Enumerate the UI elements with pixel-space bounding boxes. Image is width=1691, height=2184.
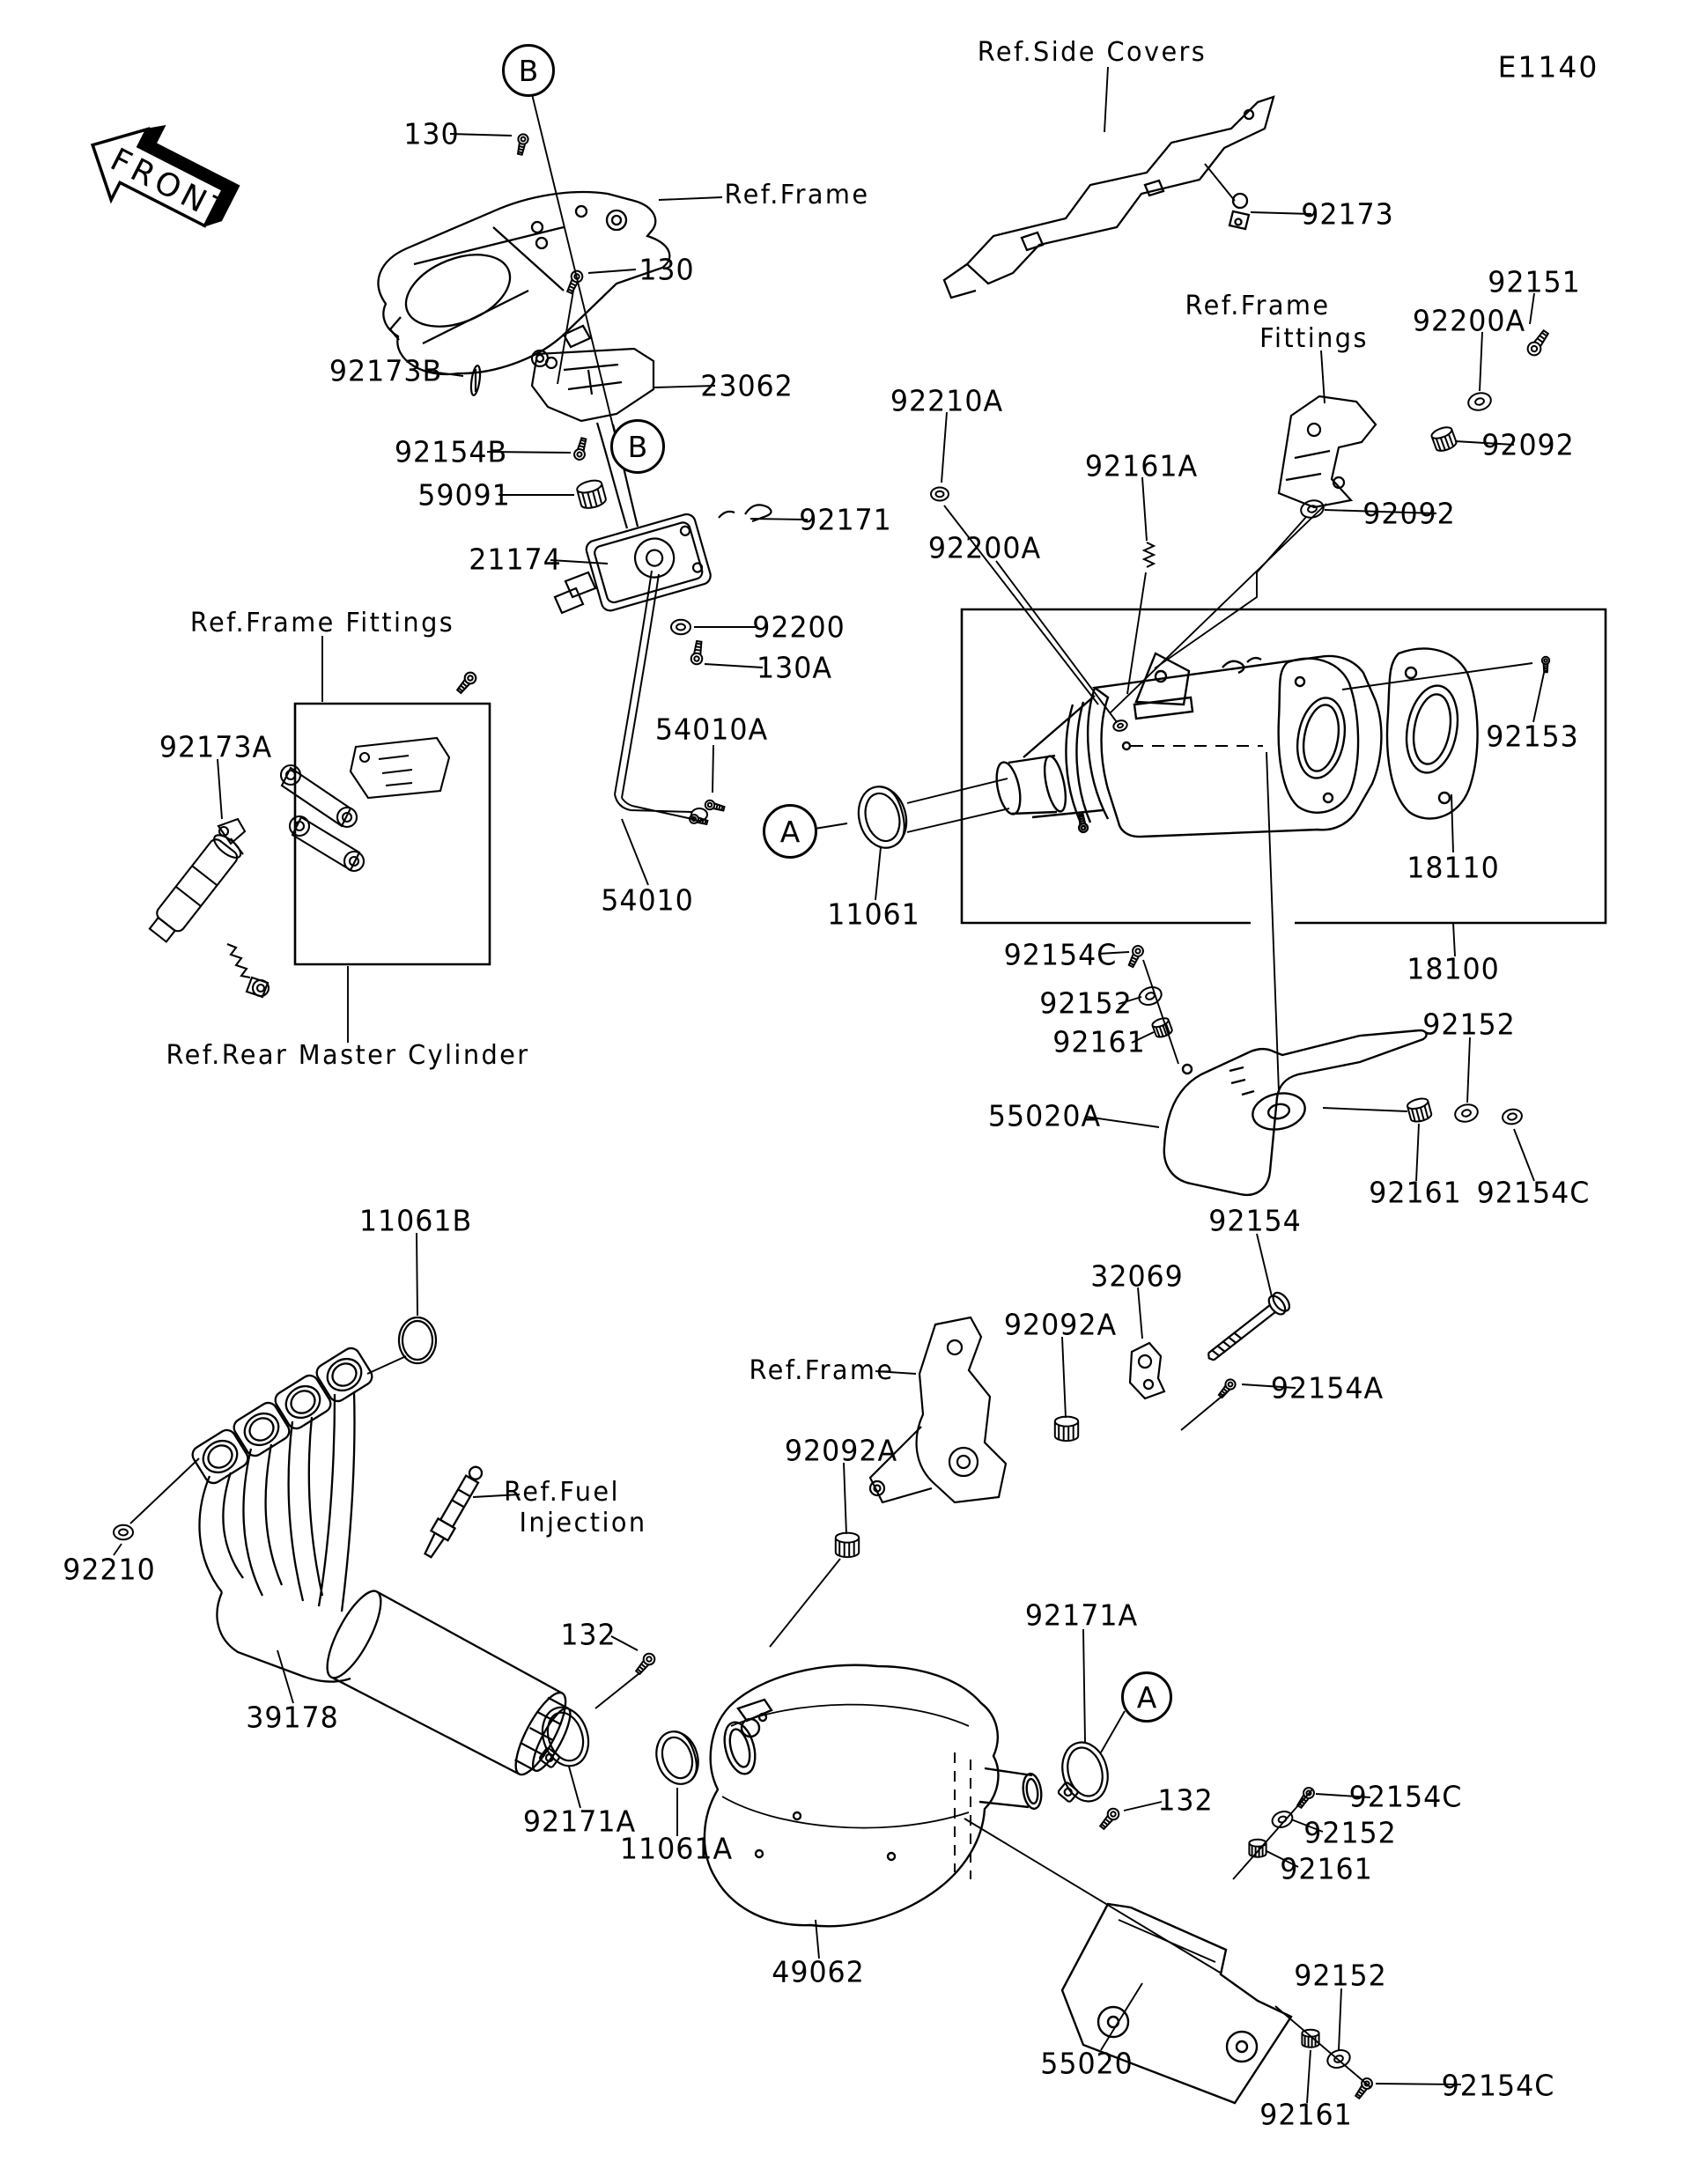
- view-marker-a: A: [1121, 1671, 1172, 1723]
- heat-shield-55020a-art: [1164, 1030, 1427, 1195]
- heat-shield-55020-art: [1062, 1904, 1291, 2103]
- part-number-label[interactable]: 92161: [1052, 1024, 1146, 1059]
- part-number-label[interactable]: 92152: [1039, 985, 1133, 1021]
- part-number-label[interactable]: 11061: [827, 896, 920, 932]
- subframe-stay-art: [379, 192, 670, 374]
- part-number-label[interactable]: 11061A: [619, 1831, 734, 1866]
- view-marker-a: A: [763, 804, 817, 859]
- part-number-label[interactable]: 39178: [246, 1700, 339, 1735]
- part-number-label[interactable]: 92154A: [1270, 1370, 1385, 1406]
- ref-label: Ref.Rear Master Cylinder: [166, 1040, 530, 1071]
- part-number-label[interactable]: 92161A: [1084, 448, 1199, 483]
- part-number-label[interactable]: 92154C: [1348, 1779, 1463, 1814]
- part-number-label[interactable]: 92154C: [1441, 2068, 1555, 2103]
- part-number-label[interactable]: 92153: [1486, 719, 1579, 754]
- page-code: E1140: [1497, 49, 1599, 85]
- part-number-label[interactable]: 92092: [1481, 427, 1575, 462]
- valve-actuator-21174-art: [555, 423, 772, 613]
- muffler-art: [993, 649, 1478, 837]
- ref-label: Ref.Side Covers: [977, 37, 1207, 68]
- part-number-label[interactable]: 92092: [1362, 496, 1456, 531]
- part-number-label[interactable]: 21174: [469, 542, 562, 577]
- part-number-label[interactable]: 92154C: [1003, 937, 1118, 972]
- part-number-label[interactable]: 132: [1157, 1782, 1214, 1818]
- part-number-label[interactable]: 92161: [1280, 1851, 1373, 1886]
- part-number-label[interactable]: 92173A: [159, 729, 273, 764]
- part-number-label[interactable]: 132: [560, 1617, 617, 1652]
- ref-label: Injection: [519, 1508, 647, 1538]
- frame-fittings-right-art: [1279, 396, 1376, 507]
- ref-label: Ref.Frame: [1185, 291, 1331, 321]
- part-number-label[interactable]: 130A: [757, 650, 832, 685]
- part-number-label[interactable]: 92210: [63, 1552, 156, 1587]
- part-number-label[interactable]: 92092A: [784, 1433, 898, 1468]
- leader-lines: [114, 67, 1544, 2103]
- part-number-label[interactable]: 92171A: [1024, 1597, 1139, 1633]
- muffler-assembly-box: [962, 609, 1606, 923]
- part-number-label[interactable]: 92161: [1259, 2097, 1353, 2132]
- part-number-label[interactable]: 92152: [1422, 1007, 1516, 1042]
- part-number-label[interactable]: 32069: [1090, 1258, 1184, 1294]
- part-number-label[interactable]: 92154B: [394, 434, 508, 469]
- ref-label: Ref.Frame: [749, 1355, 895, 1386]
- part-number-label[interactable]: 18100: [1407, 951, 1500, 986]
- part-number-label[interactable]: 92152: [1303, 1815, 1397, 1850]
- part-number-label[interactable]: 49062: [772, 1954, 865, 1989]
- view-marker-b: B: [610, 419, 665, 474]
- part-number-label[interactable]: 92171: [799, 502, 892, 537]
- part-number-label[interactable]: 55020: [1040, 2046, 1133, 2081]
- ref-label: Ref.Fuel: [504, 1477, 620, 1508]
- bracket-23062-art: [469, 349, 654, 421]
- part-number-label[interactable]: 92171A: [522, 1804, 637, 1839]
- part-number-label[interactable]: 130: [403, 116, 460, 151]
- part-number-label[interactable]: 54010A: [654, 712, 769, 747]
- footpeg-bracket-art: [870, 1288, 1294, 1502]
- part-number-label[interactable]: 92173B: [329, 353, 443, 388]
- part-number-label[interactable]: 18110: [1407, 850, 1500, 885]
- ref-label: Ref.Frame Fittings: [189, 608, 455, 638]
- part-number-label[interactable]: 92152: [1294, 1958, 1387, 1993]
- prechamber-49062-art: [705, 1665, 1222, 1974]
- rear-master-cylinder-art: [145, 669, 479, 997]
- part-number-label[interactable]: 92161: [1369, 1175, 1462, 1210]
- ref-label: Ref.Frame: [724, 180, 870, 210]
- part-number-label[interactable]: 92173: [1301, 196, 1394, 232]
- part-number-label[interactable]: 11061B: [358, 1203, 473, 1238]
- part-number-label[interactable]: 54010: [601, 882, 694, 918]
- part-number-label[interactable]: 92200: [752, 609, 846, 645]
- part-number-label[interactable]: 92154C: [1476, 1175, 1591, 1210]
- part-number-label[interactable]: 92092A: [1003, 1307, 1118, 1342]
- header-pipes-art: [189, 1345, 583, 1787]
- part-number-label[interactable]: 92200A: [1412, 303, 1526, 338]
- part-number-label[interactable]: 92154: [1208, 1203, 1302, 1238]
- side-cover-rail-art: [944, 97, 1274, 298]
- part-number-label[interactable]: 130: [639, 252, 695, 287]
- part-number-label[interactable]: 92210A: [890, 383, 1004, 418]
- part-number-label[interactable]: 23062: [700, 368, 794, 403]
- part-number-label[interactable]: 92151: [1488, 264, 1581, 299]
- ref-label: Fittings: [1259, 323, 1369, 354]
- part-number-label[interactable]: 55020A: [987, 1098, 1102, 1133]
- view-marker-b: B: [502, 44, 555, 97]
- part-number-label[interactable]: 59091: [417, 477, 511, 513]
- part-number-label[interactable]: 92200A: [927, 530, 1042, 565]
